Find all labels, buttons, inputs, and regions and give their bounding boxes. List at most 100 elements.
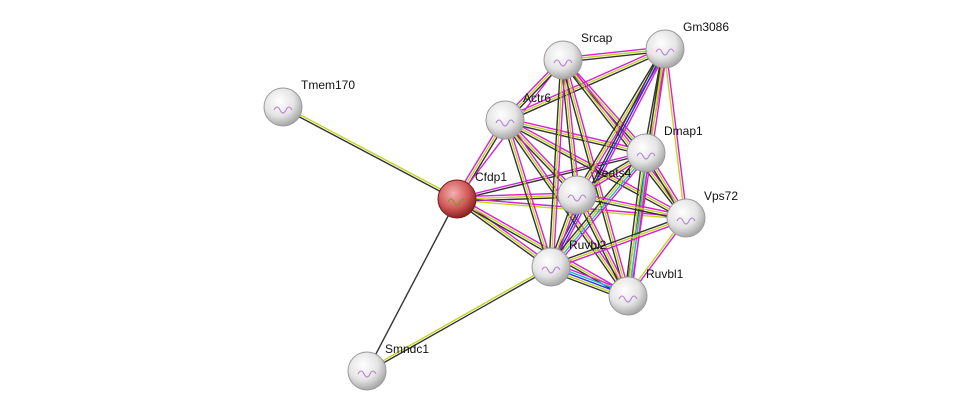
edge-evidence-textmining	[504, 119, 647, 154]
edge-evidence-coexpression	[504, 121, 646, 156]
node-sphere	[543, 40, 583, 80]
edge-cfdp1-smndc1[interactable]	[366, 198, 458, 372]
edge-dmap1-ruvbl1[interactable]	[624, 152, 650, 297]
edge-evidence-databases	[628, 153, 648, 297]
protein-structure-icon	[541, 266, 561, 274]
edge-evidence-coexpression	[455, 200, 628, 299]
edge-evidence-experiments	[552, 154, 650, 270]
edge-vps72-ruvbl2[interactable]	[550, 215, 687, 270]
edge-evidence-cooccurrence	[550, 48, 666, 268]
edge-evidence-coexpression	[624, 152, 644, 296]
node-sphere	[557, 175, 597, 215]
edge-gm3086-vps72[interactable]	[663, 48, 688, 219]
node-sphere	[531, 247, 571, 287]
protein-structure-icon	[567, 194, 587, 202]
edge-evidence-experiments	[551, 219, 687, 270]
node-tmem170[interactable]: Tmem170	[263, 78, 355, 127]
protein-structure-icon	[636, 152, 656, 160]
edge-srcap-ruvbl2[interactable]	[548, 59, 566, 268]
edge-evidence-coexpression	[548, 47, 664, 267]
node-vps72[interactable]: Vps72	[666, 189, 738, 238]
node-label: Yeats4	[595, 166, 632, 180]
edge-evidence-experiments	[506, 119, 554, 267]
node-ruvbl1[interactable]: Ruvbl1	[608, 267, 684, 316]
edge-dmap1-ruvbl2[interactable]	[547, 150, 650, 270]
edge-evidence-experiments	[552, 49, 668, 269]
node-sphere	[347, 351, 387, 391]
node-label: Vps72	[704, 189, 738, 203]
edge-evidence-textmining	[366, 265, 551, 371]
edge-evidence-coexpression	[574, 47, 664, 195]
edge-evidence-textmining	[550, 217, 687, 268]
node-dmap1[interactable]: Dmap1	[626, 124, 703, 173]
edge-evidence-experiments	[564, 58, 689, 218]
node-label: Ruvbl1	[646, 267, 684, 281]
edge-evidence-coexpression	[457, 153, 647, 201]
edge-evidence-textmining	[626, 152, 646, 296]
node-srcap[interactable]: Srcap	[543, 31, 613, 80]
edge-evidence-textmining	[562, 59, 687, 219]
node-sphere	[437, 179, 477, 219]
edge-cfdp1-dmap1[interactable]	[456, 151, 647, 201]
protein-structure-icon	[273, 106, 293, 114]
edge-evidence-textmining	[550, 59, 564, 268]
edge-actr6-ruvbl2[interactable]	[502, 119, 554, 268]
edge-evidence-experiments	[564, 58, 649, 153]
edge-evidence-coexpression	[560, 60, 576, 196]
edge-evidence-coexpression	[560, 60, 685, 220]
node-label: Cfdp1	[475, 170, 507, 184]
edge-evidence-coexpression	[550, 215, 686, 266]
edge-evidence-experiments	[456, 151, 646, 199]
node-gm3086[interactable]: Gm3086	[645, 20, 729, 69]
edges-layer	[282, 46, 689, 373]
edge-evidence-textmining	[663, 49, 686, 219]
node-sphere	[608, 276, 648, 316]
protein-structure-icon	[618, 295, 638, 303]
edge-evidence-textmining	[562, 59, 578, 196]
edge-evidence-coexpression	[366, 198, 458, 372]
node-smndc1[interactable]: Smndc1	[347, 342, 429, 391]
edge-evidence-textmining	[504, 119, 552, 268]
edge-evidence-coexpression	[502, 120, 550, 268]
edge-actr6-dmap1[interactable]	[504, 117, 647, 156]
node-cfdp1[interactable]: Cfdp1	[437, 170, 507, 219]
node-sphere	[263, 87, 303, 127]
edge-tmem170-cfdp1[interactable]	[282, 105, 458, 201]
node-label: Actr6	[523, 91, 551, 105]
node-ruvbl2[interactable]: Ruvbl2	[531, 238, 607, 287]
edge-smndc1-ruvbl2[interactable]	[366, 265, 552, 373]
edge-evidence-coexpression	[547, 150, 645, 266]
protein-structure-icon	[495, 119, 515, 127]
node-label: Dmap1	[664, 124, 703, 138]
edge-srcap-vps72[interactable]	[560, 58, 689, 220]
node-sphere	[645, 29, 685, 69]
edge-evidence-experiments	[505, 117, 647, 152]
protein-structure-icon	[655, 48, 675, 56]
node-sphere	[626, 133, 666, 173]
node-label: Gm3086	[683, 20, 729, 34]
node-sphere	[666, 198, 706, 238]
edge-evidence-experiments	[665, 48, 688, 218]
node-label: Srcap	[581, 31, 613, 45]
node-label: Tmem170	[301, 78, 355, 92]
node-label: Ruvbl2	[569, 238, 607, 252]
node-label: Smndc1	[385, 342, 429, 356]
edge-evidence-coexpression	[282, 107, 457, 201]
edge-evidence-textmining	[562, 59, 647, 154]
protein-structure-icon	[447, 198, 467, 206]
protein-structure-icon	[676, 217, 696, 225]
protein-structure-icon	[553, 59, 573, 67]
edge-evidence-textmining	[283, 105, 458, 199]
edge-evidence-experiments	[552, 60, 566, 268]
node-actr6[interactable]: Actr6	[485, 91, 551, 140]
edge-evidence-experiments	[630, 153, 650, 297]
edge-evidence-coexpression	[367, 267, 552, 373]
node-yeats4[interactable]: Yeats4	[557, 166, 632, 215]
edge-evidence-coexpression	[560, 60, 627, 297]
protein-structure-icon	[357, 370, 377, 378]
edge-gm3086-ruvbl2[interactable]	[548, 47, 668, 269]
node-sphere	[485, 100, 525, 140]
